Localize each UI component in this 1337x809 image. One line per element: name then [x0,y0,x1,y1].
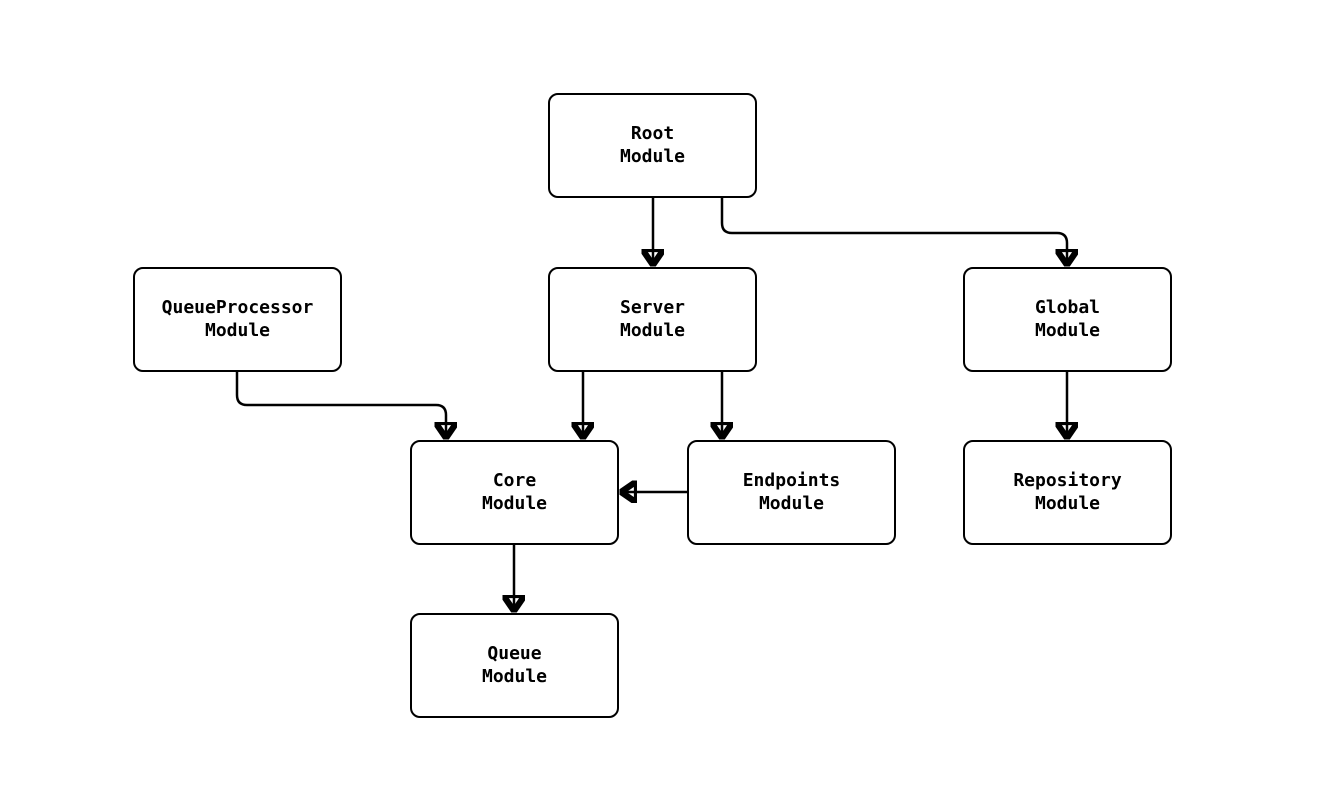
node-endpoints-module-label: Endpoints Module [742,470,841,514]
edge-root-to-global [720,197,1067,264]
node-queueprocessor-module-label: QueueProcessor Module [161,297,314,341]
node-global-module-label: Global Module [1034,297,1101,341]
node-queue-module-label: Queue Module [481,643,548,687]
node-queueprocessor-module: QueueProcessor Module [133,267,342,372]
node-core-module-label: Core Module [481,470,548,514]
node-server-module: Server Module [548,267,757,372]
node-core-module: Core Module [410,440,619,545]
node-endpoints-module: Endpoints Module [687,440,896,545]
edge-queueprocessor-to-core [235,371,446,437]
node-global-module: Global Module [963,267,1172,372]
node-root-module-label: Root Module [619,123,686,167]
node-repository-module-label: Repository Module [1013,470,1122,514]
node-queue-module: Queue Module [410,613,619,718]
node-repository-module: Repository Module [963,440,1172,545]
node-server-module-label: Server Module [619,297,686,341]
node-root-module: Root Module [548,93,757,198]
